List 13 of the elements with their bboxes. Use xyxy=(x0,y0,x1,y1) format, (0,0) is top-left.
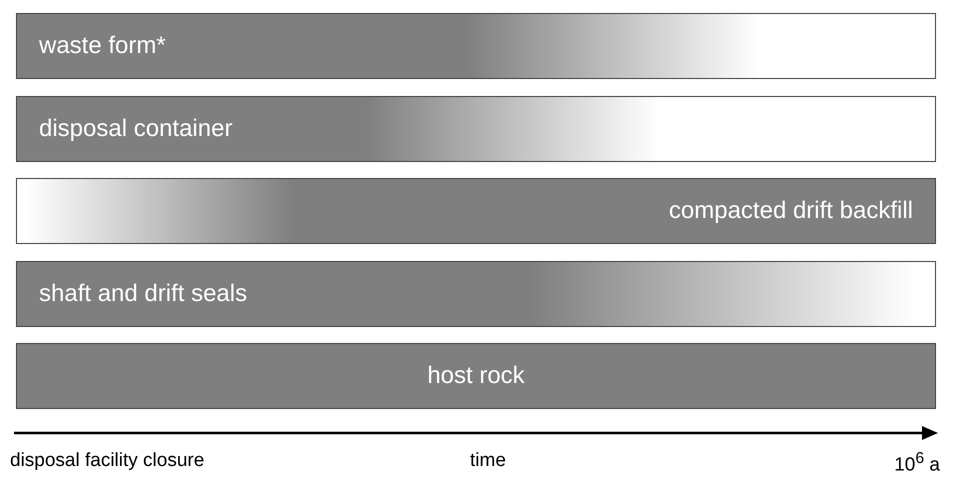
layer-bar xyxy=(16,261,936,327)
layer-label: host rock xyxy=(427,362,525,390)
layer-bar xyxy=(16,178,936,244)
axis-label: 10$^{6}$ a xyxy=(894,450,940,476)
layer-label: shaft and drift seals xyxy=(39,280,248,308)
layer-label: disposal container xyxy=(39,115,232,143)
axis-label: time xyxy=(470,450,506,472)
layer-bar xyxy=(16,343,936,409)
layer-bar xyxy=(16,13,936,79)
layer-label: waste form* xyxy=(39,32,166,60)
axis-label: disposal facility closure xyxy=(10,450,204,472)
layer-bar xyxy=(16,96,936,162)
layer-label: compacted drift backfill xyxy=(668,197,913,225)
